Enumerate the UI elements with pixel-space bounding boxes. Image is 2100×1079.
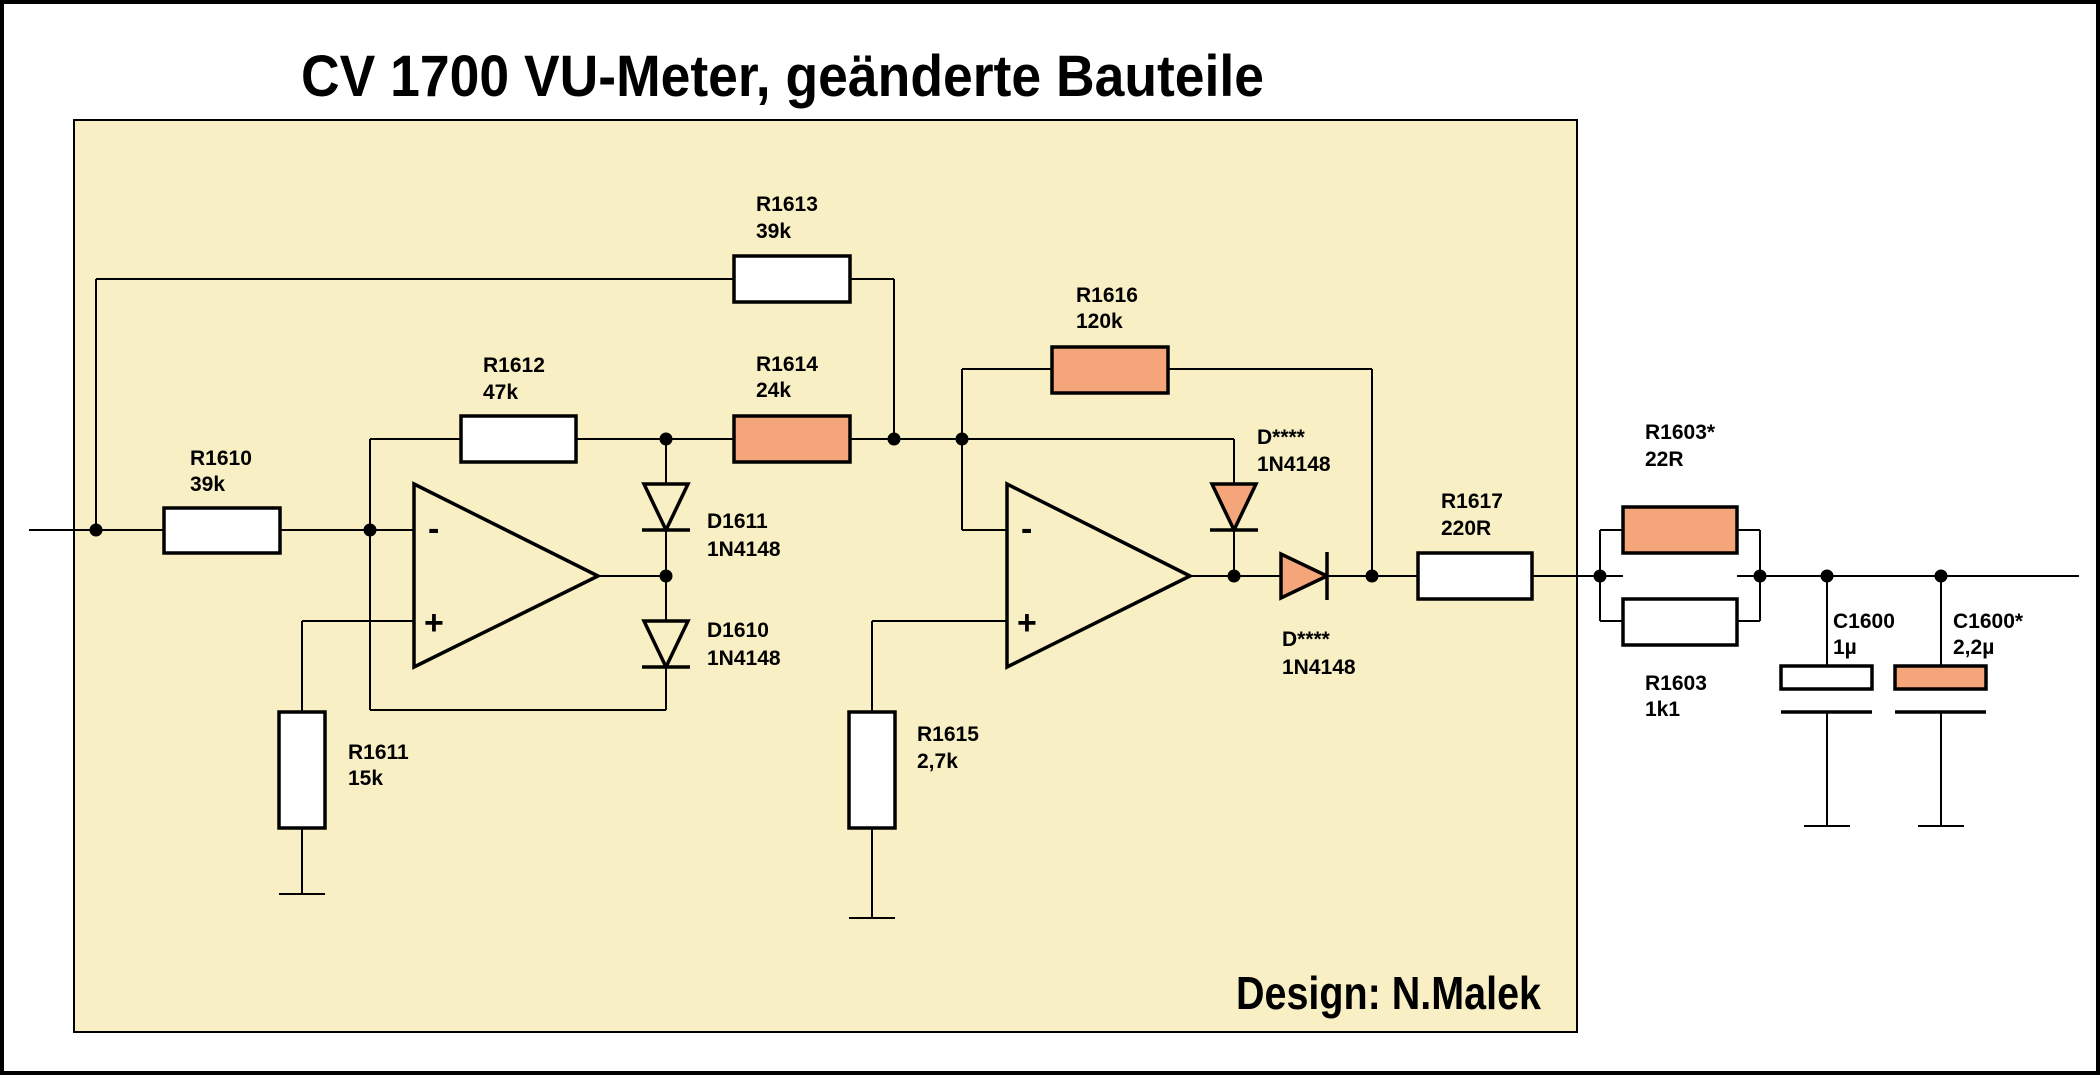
label-d1611-name: D1611 bbox=[707, 510, 768, 533]
capacitor-c1600 bbox=[1779, 664, 1874, 714]
resistor-r1612 bbox=[459, 414, 578, 464]
label-r1614-value: 24k bbox=[756, 379, 791, 402]
component-labels: R1610 39k R1611 15k R1612 47k R1613 39k … bbox=[190, 193, 2024, 790]
label-r1610-name: R1610 bbox=[190, 447, 252, 470]
label-d-horizontal-name: D**** bbox=[1282, 628, 1331, 651]
label-r1611-value: 15k bbox=[348, 767, 383, 790]
label-r1610-value: 39k bbox=[190, 473, 225, 496]
label-c1600-star-value: 2,2µ bbox=[1953, 636, 1994, 659]
opamp-1-plus-sign: + bbox=[424, 604, 444, 642]
label-c1600-value: 1µ bbox=[1833, 636, 1857, 659]
label-r1603-star-name: R1603* bbox=[1645, 421, 1716, 444]
label-r1616-value: 120k bbox=[1076, 310, 1123, 333]
label-r1613-value: 39k bbox=[756, 220, 791, 243]
resistor-r1617 bbox=[1416, 551, 1534, 601]
label-r1614-name: R1614 bbox=[756, 353, 818, 376]
label-d-vertical-name: D**** bbox=[1257, 426, 1306, 449]
resistor-r1613 bbox=[732, 254, 852, 304]
label-r1612-value: 47k bbox=[483, 381, 518, 404]
opamp-1 bbox=[412, 481, 602, 670]
diode-d-vertical bbox=[1209, 482, 1259, 535]
label-r1616-name: R1616 bbox=[1076, 284, 1138, 307]
label-r1603-name: R1603 bbox=[1645, 672, 1707, 695]
label-c1600-name: C1600 bbox=[1833, 610, 1895, 633]
label-d-horizontal-value: 1N4148 bbox=[1282, 656, 1356, 679]
design-credit: Design: N.Malek bbox=[1236, 967, 1541, 1019]
diode-d-horizontal bbox=[1279, 551, 1332, 601]
label-r1613-name: R1613 bbox=[756, 193, 818, 216]
opamp-2 bbox=[1005, 481, 1194, 670]
label-r1611-name: R1611 bbox=[348, 741, 409, 764]
label-d1611-value: 1N4148 bbox=[707, 538, 781, 561]
label-r1603-star-value: 22R bbox=[1645, 448, 1684, 471]
opamp-2-minus-sign: - bbox=[1021, 510, 1032, 548]
vu-meter-schematic: CV 1700 VU-Meter, geänderte Bauteile bbox=[29, 44, 2079, 1033]
label-c1600-star-name: C1600* bbox=[1953, 610, 2024, 633]
label-d1610-name: D1610 bbox=[707, 619, 769, 642]
resistor-r1615 bbox=[847, 710, 897, 830]
resistor-r1603 bbox=[1621, 597, 1739, 647]
label-r1612-name: R1612 bbox=[483, 354, 545, 377]
label-d1610-value: 1N4148 bbox=[707, 647, 781, 670]
junction-dots bbox=[89, 432, 1948, 583]
resistor-r1614 bbox=[732, 414, 852, 464]
opamp-2-plus-sign: + bbox=[1017, 604, 1037, 642]
resistor-r1603-star bbox=[1621, 505, 1739, 555]
diode-d1611 bbox=[641, 482, 691, 535]
resistor-r1610 bbox=[162, 506, 282, 555]
label-r1603-value: 1k1 bbox=[1645, 698, 1680, 721]
label-r1615-value: 2,7k bbox=[917, 750, 958, 773]
label-r1615-name: R1615 bbox=[917, 723, 979, 746]
label-r1617-value: 220R bbox=[1441, 517, 1491, 540]
diagram-title: CV 1700 VU-Meter, geänderte Bauteile bbox=[301, 44, 1264, 109]
resistor-r1611 bbox=[277, 710, 327, 830]
label-r1617-name: R1617 bbox=[1441, 490, 1503, 513]
capacitor-c1600-star bbox=[1893, 664, 1988, 714]
opamp-1-minus-sign: - bbox=[428, 510, 439, 548]
label-d-vertical-value: 1N4148 bbox=[1257, 453, 1331, 476]
diode-d1610 bbox=[641, 619, 691, 672]
resistor-r1616 bbox=[1050, 345, 1170, 395]
